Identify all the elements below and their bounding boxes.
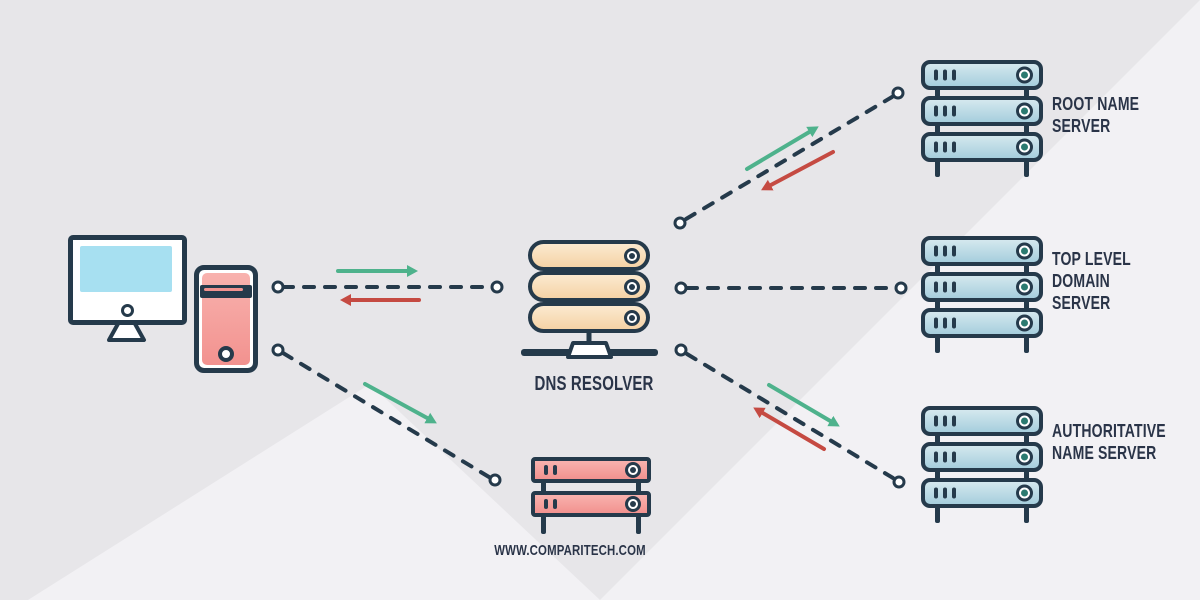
connector-endpoint-icon — [892, 475, 906, 489]
root-name-server-label: ROOT NAME SERVER — [1052, 94, 1140, 136]
server-led-icon — [624, 247, 640, 264]
computer-tower-icon — [194, 265, 258, 373]
vent-ticks-icon — [934, 105, 956, 117]
authoritative-name-server-icon — [921, 406, 1043, 523]
vent-ticks-icon — [934, 69, 956, 81]
server-led-icon — [1016, 66, 1033, 84]
server-led-icon — [1016, 242, 1033, 260]
server-unit — [531, 457, 651, 483]
dashed-connector-resolver-auth — [685, 352, 895, 480]
top-level-domain-server-label: TOP LEVEL DOMAIN SERVER — [1052, 249, 1131, 313]
query-arrow-icon — [363, 382, 437, 424]
server-led-icon — [625, 462, 641, 478]
response-arrow-icon — [753, 407, 826, 451]
response-arrow-icon — [761, 150, 835, 191]
connector-endpoint-icon — [673, 216, 687, 230]
server-led-icon — [1016, 314, 1033, 332]
tower-drive-slot-icon — [200, 285, 252, 298]
dashed-connector-client-web — [281, 351, 491, 479]
server-unit — [921, 236, 1043, 266]
vent-ticks-icon — [934, 141, 956, 153]
dns-resolver-label: DNS RESOLVER — [534, 373, 654, 395]
dns-resolver-icon — [528, 240, 650, 333]
root-name-server-icon — [921, 60, 1043, 177]
query-arrow-icon — [745, 126, 819, 171]
monitor-power-button-icon — [121, 304, 134, 317]
server-unit — [921, 60, 1043, 90]
background-shade — [600, 0, 1200, 600]
server-unit — [528, 240, 650, 271]
server-unit — [921, 406, 1043, 436]
dashed-connector-resolver-root — [684, 95, 894, 221]
server-led-icon — [1016, 102, 1033, 120]
connector-endpoint-icon — [674, 281, 688, 295]
vent-ticks-icon — [544, 499, 557, 509]
server-unit — [528, 271, 650, 302]
server-led-icon — [625, 496, 641, 512]
server-unit — [921, 132, 1043, 162]
server-unit — [921, 96, 1043, 126]
query-arrow-icon — [767, 383, 840, 427]
server-unit — [921, 272, 1043, 302]
connector-endpoint-icon — [894, 281, 908, 295]
tower-power-button-icon — [218, 346, 234, 362]
background-shade — [28, 384, 600, 600]
server-led-icon — [1016, 484, 1033, 502]
resolver-stand-icon — [566, 341, 613, 359]
connector-endpoint-icon — [271, 343, 285, 357]
desktop-monitor-icon — [68, 235, 187, 325]
server-unit — [921, 308, 1043, 338]
server-led-icon — [624, 309, 640, 326]
vent-ticks-icon — [934, 451, 956, 463]
vent-ticks-icon — [544, 465, 557, 475]
connector-endpoint-icon — [674, 343, 688, 357]
connector-endpoint-icon — [490, 280, 504, 294]
server-led-icon — [624, 278, 640, 295]
monitor-screen — [80, 246, 172, 292]
server-unit — [528, 302, 650, 333]
top-level-domain-server-icon — [921, 236, 1043, 353]
web-server-icon — [531, 457, 651, 534]
connector-endpoint-icon — [271, 280, 285, 294]
vent-ticks-icon — [934, 317, 956, 329]
website-label: WWW.COMPARITECH.COM — [494, 542, 646, 559]
server-unit — [921, 442, 1043, 472]
vent-ticks-icon — [934, 281, 956, 293]
vent-ticks-icon — [934, 487, 956, 499]
server-unit — [921, 478, 1043, 508]
server-led-icon — [1016, 138, 1033, 156]
server-unit — [531, 491, 651, 517]
server-led-icon — [1016, 278, 1033, 296]
vent-ticks-icon — [934, 415, 956, 427]
connector-endpoint-icon — [891, 86, 905, 100]
authoritative-name-server-label: AUTHORITATIVE NAME SERVER — [1052, 421, 1166, 463]
vent-ticks-icon — [934, 245, 956, 257]
server-led-icon — [1016, 412, 1033, 430]
server-led-icon — [1016, 448, 1033, 466]
connector-endpoint-icon — [488, 473, 502, 487]
